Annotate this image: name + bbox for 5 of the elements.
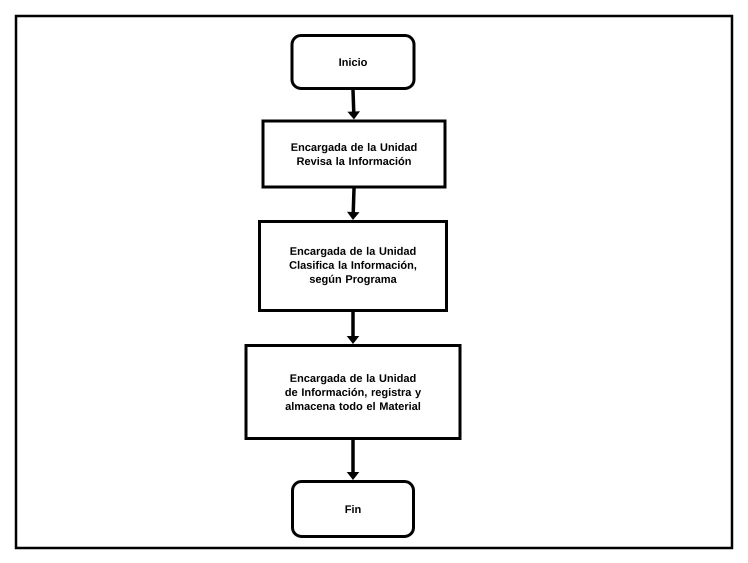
- terminal-box: Inicio: [290, 34, 416, 90]
- process-box: Encargada de la Unidad de Información, registra y almacena todo el Material: [244, 344, 462, 440]
- terminal-box: Fin: [291, 480, 415, 538]
- process-box: Encargada de la Unidad Revisa la Información: [262, 120, 446, 188]
- process-box: Encargada de la Unidad Clasifica la Información, según Programa: [258, 220, 448, 312]
